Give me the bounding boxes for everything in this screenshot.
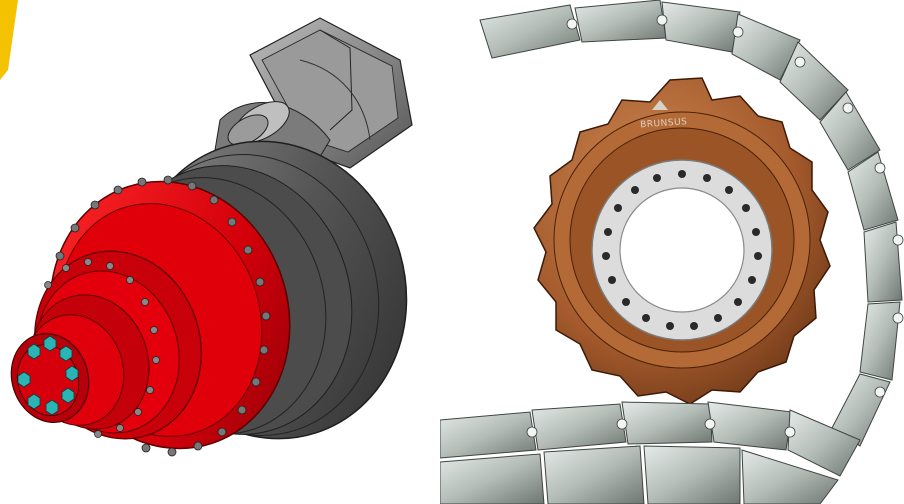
- track-chain-bottom: [440, 401, 861, 504]
- brand-logo: BRUNSUS: [640, 100, 688, 130]
- yellow-accent-strip: [0, 0, 18, 80]
- sprocket-chain-illustration: BRUNSUS: [440, 0, 904, 504]
- gearbox-drive-image: [0, 0, 440, 504]
- hub-bolt-ring: [44, 258, 160, 438]
- brand-logo-text: BRUNSUS: [640, 117, 688, 130]
- gearbox-drive-illustration: [0, 0, 413, 457]
- track-chain-top: [479, 0, 903, 447]
- teal-bolts: [17, 335, 79, 416]
- flange-bolt-ring: [55, 175, 271, 457]
- hub-bolt-holes: [602, 170, 762, 330]
- chain-pins: [526, 14, 904, 438]
- sprocket-wheel: BRUNSUS: [533, 77, 831, 405]
- sprocket-chain-image: BRUNSUS: [440, 0, 904, 504]
